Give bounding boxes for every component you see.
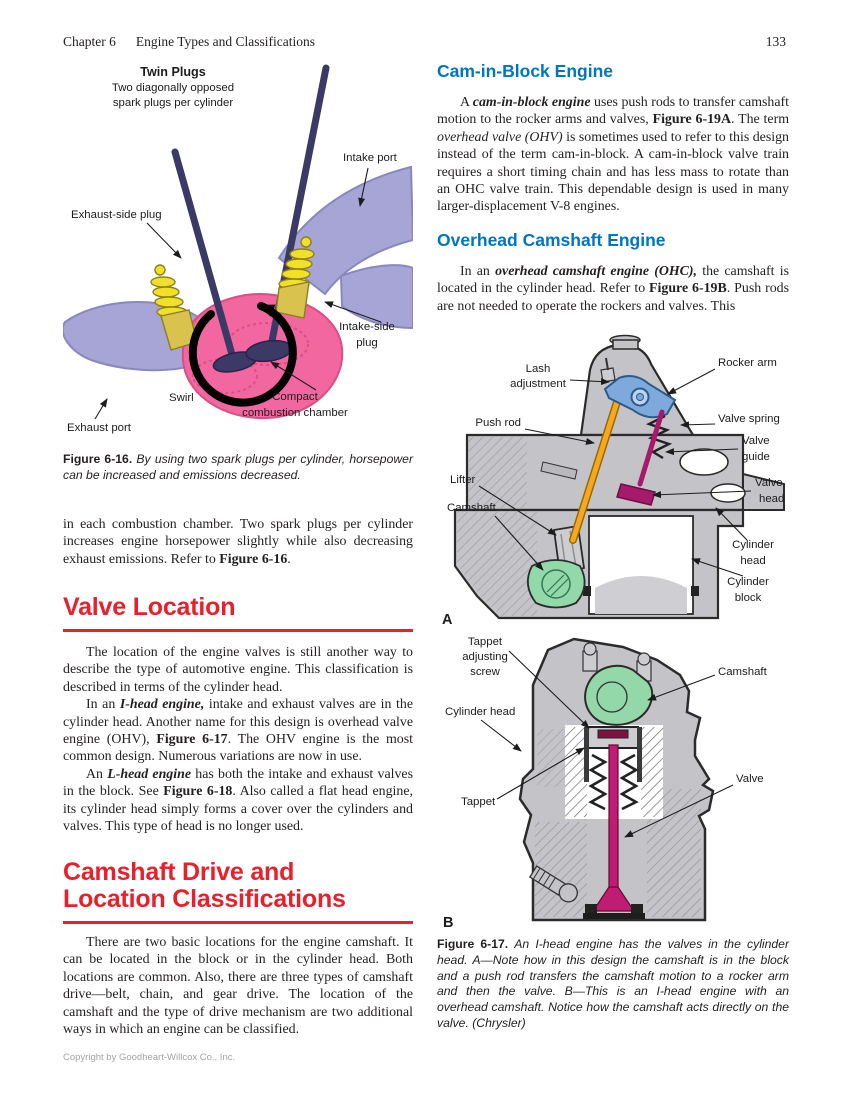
- label-valve-guide-1: Valve: [742, 435, 770, 447]
- figure-b-marker: B: [443, 915, 453, 931]
- heading-line-1: Camshaft Drive and: [63, 858, 295, 886]
- label-lifter: Lifter: [450, 474, 476, 486]
- copyright-line: Copyright by Goodheart-Willcox Co., Inc.: [63, 1052, 236, 1063]
- caption-label: Figure 6-16.: [63, 452, 133, 466]
- heading-valve-location: Valve Location: [63, 594, 413, 632]
- label-valve-head-2: head: [759, 493, 784, 505]
- label-cylinder-head-2: head: [740, 555, 765, 567]
- caption-label: Figure 6-17.: [437, 937, 509, 951]
- spark-plug: [528, 865, 578, 903]
- label-camshaft-a: Camshaft: [447, 502, 497, 514]
- ihead-ohc-diagram: Tappet adjusting screw Camshaft Cylinder…: [443, 636, 768, 931]
- chapter-title: Engine Types and Classifications: [135, 34, 316, 49]
- label-cylinder-head-b: Cylinder head: [445, 706, 515, 718]
- label-compact-2: combustion chamber: [242, 407, 348, 419]
- label-exhaust-side-plug: Exhaust-side plug: [71, 209, 162, 221]
- label-tappet: Tappet: [461, 796, 496, 808]
- label-lash-2: adjustment: [510, 378, 567, 390]
- figure-6-17b: Tappet adjusting screw Camshaft Cylinder…: [437, 627, 789, 938]
- running-header: Chapter 6 Engine Types and Classification…: [63, 34, 315, 50]
- paragraph-continuation: in each combustion chamber. Two spark pl…: [63, 517, 413, 567]
- heading-line-2: Location Classifications: [63, 885, 346, 913]
- camshaft-paragraph: There are two basic locations for the en…: [63, 935, 413, 1038]
- heading-cam-in-block: Cam-in-Block Engine: [437, 61, 613, 81]
- fig17b-leader-lines: [480, 650, 734, 838]
- fig16-subtitle-1: Two diagonally opposed: [112, 82, 234, 94]
- heading-camshaft-drive: Camshaft Drive and Location Classificati…: [63, 859, 413, 924]
- label-valve-b: Valve: [736, 773, 764, 785]
- label-valve-spring: Valve spring: [718, 413, 780, 425]
- label-intake-side-plug-2: plug: [356, 337, 378, 349]
- fig16-leader-lines: [94, 167, 382, 420]
- label-tappet-screw-1: Tappet: [468, 636, 503, 648]
- label-intake-side-plug-1: Intake-side: [339, 321, 395, 333]
- label-valve-guide-2: guide: [742, 451, 770, 463]
- swirl-arrow: [188, 302, 297, 407]
- figure-6-16-caption: Figure 6-16. By using two spark plugs pe…: [63, 452, 413, 484]
- label-push-rod: Push rod: [475, 417, 521, 429]
- twin-plug-artwork: [61, 64, 415, 420]
- ohc-paragraph: In an overhead camshaft engine (OHC), th…: [437, 264, 789, 314]
- label-cylinder-head-1: Cylinder: [732, 539, 774, 551]
- ihead-pushrod-diagram: Lash adjustment Rocker arm Valve spring …: [442, 334, 785, 628]
- figure-6-16-illustration: Twin Plugs Two diagonally opposed spark …: [61, 60, 415, 453]
- valve-location-body: The location of the engine valves is sti…: [63, 644, 413, 835]
- label-intake-port: Intake port: [343, 152, 398, 164]
- right-column: Cam-in-Block Engine A cam-in-block engin…: [437, 60, 789, 1060]
- figure-6-17-caption: Figure 6-17. An I-head engine has the va…: [437, 937, 789, 1032]
- figure-6-17a: Lash adjustment Rocker arm Valve spring …: [437, 334, 789, 641]
- label-rocker-arm: Rocker arm: [718, 357, 777, 369]
- engine-b-artwork: [518, 637, 715, 922]
- page-number: 133: [765, 34, 786, 49]
- label-cylinder-block-2: block: [735, 592, 762, 604]
- paragraph: An L-head engine has both the intake and…: [63, 766, 414, 835]
- chapter-label: Chapter 6: [63, 34, 116, 49]
- paragraph: In an I-head engine, intake and exhaust …: [63, 697, 413, 765]
- left-column: Twin Plugs Two diagonally opposed spark …: [61, 60, 415, 1060]
- label-exhaust-port: Exhaust port: [67, 422, 132, 434]
- figure-a-marker: A: [442, 612, 453, 628]
- cam-in-block-paragraph: A cam-in-block engine uses push rods to …: [437, 95, 790, 215]
- label-tappet-screw-2: adjusting: [462, 651, 508, 663]
- label-cylinder-block-1: Cylinder: [727, 576, 769, 588]
- twin-plug-diagram: Twin Plugs Two diagonally opposed spark …: [61, 64, 415, 434]
- engine-a-artwork: [453, 334, 785, 620]
- fig16-title: Twin Plugs: [140, 65, 206, 79]
- label-swirl: Swirl: [169, 392, 194, 404]
- label-valve-head-1: Valve: [755, 477, 783, 489]
- heading-ohc: Overhead Camshaft Engine: [437, 230, 666, 250]
- fig17a-leader-lines: [478, 368, 752, 577]
- label-lash-1: Lash: [526, 363, 551, 375]
- label-camshaft-b: Camshaft: [718, 666, 768, 678]
- paragraph: The location of the engine valves is sti…: [63, 645, 413, 695]
- caption-text: An I-head engine has the valves in the c…: [437, 937, 789, 1030]
- caption-text: By using two spark plugs per cylinder, h…: [63, 452, 414, 482]
- label-tappet-screw-3: screw: [470, 666, 501, 678]
- label-compact-1: Compact: [272, 391, 318, 403]
- fig16-subtitle-2: spark plugs per cylinder: [113, 97, 233, 109]
